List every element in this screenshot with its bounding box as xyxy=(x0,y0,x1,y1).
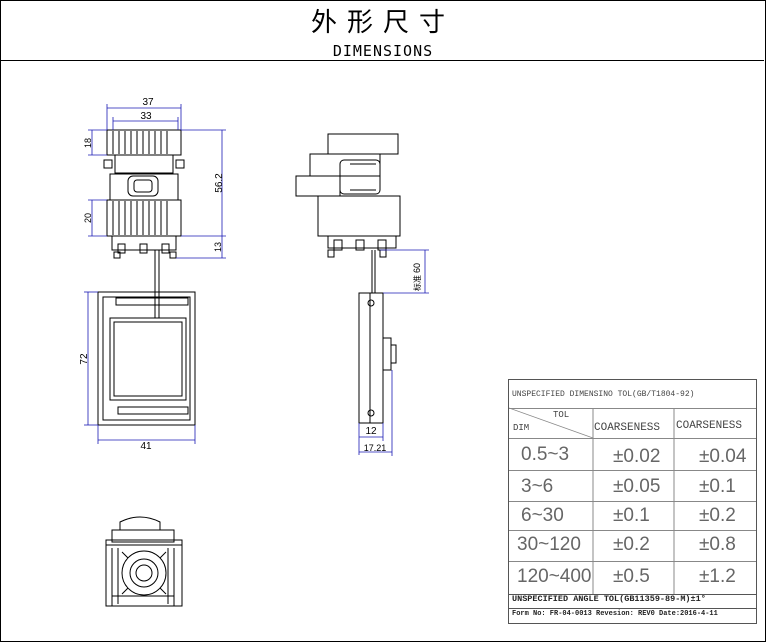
table-cell-c1: ±0.5 xyxy=(613,566,650,587)
tolerance-table: UNSPECIFIED DIMENSINO TOL(GB/T1804-92) T… xyxy=(508,379,757,624)
dim-13: 13 xyxy=(213,242,223,252)
dim-20: 20 xyxy=(83,213,93,223)
table-cell-dim: 0.5~3 xyxy=(521,444,570,465)
dim-18: 18 xyxy=(83,138,93,148)
side-view-assembly xyxy=(295,133,401,424)
dim-12: 12 xyxy=(365,426,377,437)
angle-tolerance-note: UNSPECIFIED ANGLE TOL(GB11359-89-M)±1° xyxy=(512,594,706,604)
table-row-divider xyxy=(509,594,756,595)
table-row-divider xyxy=(509,470,756,471)
form-note: Form No: FR-04-0013 Revesion: REV0 Date:… xyxy=(512,610,718,618)
table-header-coarseness-1: COARSENESS xyxy=(594,422,661,434)
table-header-tol: TOL xyxy=(553,410,570,420)
table-header-coarseness-2: COARSENESS xyxy=(676,420,743,432)
table-row-divider xyxy=(509,530,756,531)
table-row-divider xyxy=(509,561,756,562)
table-row-divider xyxy=(509,408,756,409)
front-view-panel xyxy=(97,291,196,426)
table-cell-c2: ±0.1 xyxy=(699,476,736,497)
side-view-dimension-lines xyxy=(358,249,429,456)
dim-72: 72 xyxy=(79,353,90,365)
table-cell-dim: 30~120 xyxy=(517,534,581,555)
header-divider xyxy=(0,60,764,61)
dim-41: 41 xyxy=(140,441,152,452)
table-cell-dim: 3~6 xyxy=(521,476,554,497)
table-cell-c2: ±0.8 xyxy=(699,534,736,555)
bottom-view-heatsink xyxy=(105,516,183,607)
table-cell-c2: ±0.04 xyxy=(699,446,747,467)
panel-dimension-lines xyxy=(84,291,196,444)
dim-17-21: 17.21 xyxy=(364,443,387,453)
dim-33: 33 xyxy=(140,111,152,122)
table-title: UNSPECIFIED DIMENSINO TOL(GB/T1804-92) xyxy=(512,390,695,399)
table-cell-c2: ±0.2 xyxy=(699,505,736,526)
table-cell-c1: ±0.05 xyxy=(613,476,661,497)
front-view-dimension-lines xyxy=(88,104,226,259)
page-title-cn: 外形尺寸 xyxy=(310,8,455,38)
table-cell-c1: ±0.1 xyxy=(613,505,650,526)
table-cell-c2: ±1.2 xyxy=(699,566,736,587)
table-cell-dim: 6~30 xyxy=(521,505,564,526)
dim-56-2: 56.2 xyxy=(214,173,225,193)
page-title-en: DIMENSIONS xyxy=(332,42,434,60)
dim-60: 60 xyxy=(412,263,422,273)
front-view-heatsink xyxy=(103,129,185,318)
dim-cable-prefix: 标准 xyxy=(412,275,422,291)
table-row-divider xyxy=(509,438,756,439)
table-header-dim: DIM xyxy=(513,423,530,433)
table-cell-dim: 120~400 xyxy=(517,566,592,587)
table-cell-c1: ±0.02 xyxy=(613,446,661,467)
table-row-divider xyxy=(509,501,756,502)
table-row-divider xyxy=(509,608,756,609)
dim-37: 37 xyxy=(142,97,154,108)
table-cell-c1: ±0.2 xyxy=(613,534,650,555)
